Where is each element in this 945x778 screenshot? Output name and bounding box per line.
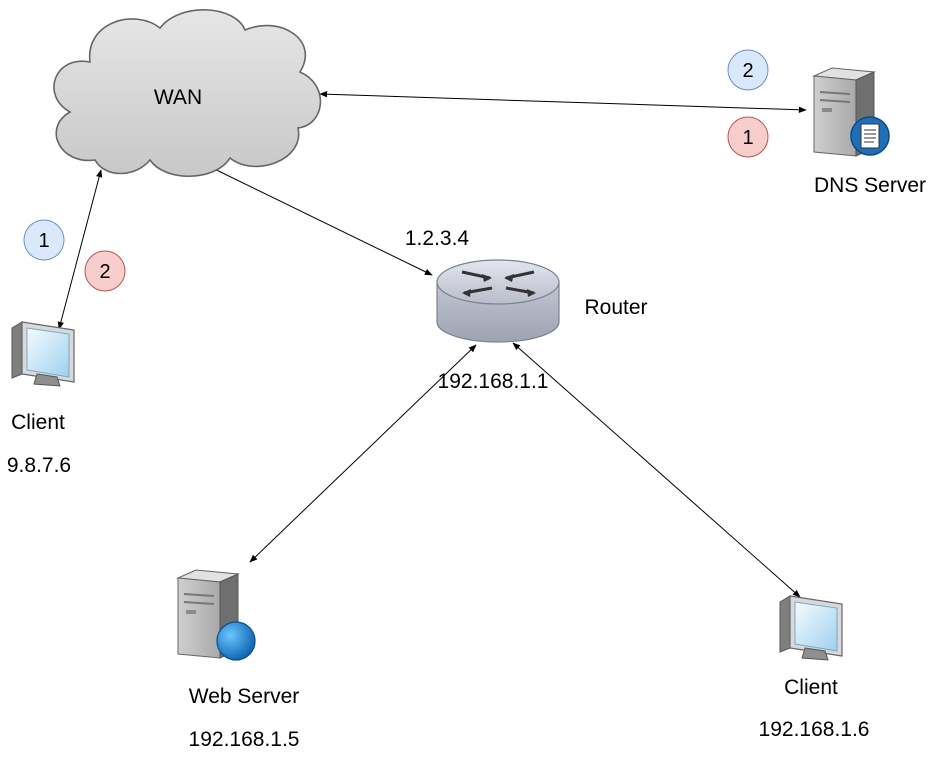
client-internal-node: Client 192.168.1.6 (759, 595, 870, 741)
client-step-badge-2: 2 (84, 250, 126, 292)
client-external-ip: 9.8.7.6 (7, 454, 71, 477)
dns-step-badge-2: 2 (727, 49, 769, 91)
router-wan-ip: 1.2.3.4 (405, 227, 470, 250)
client-internal-ip: 192.168.1.6 (759, 718, 870, 741)
client-step-badge-1: 1 (23, 219, 65, 261)
web-server-node: Web Server 192.168.1.5 (177, 569, 300, 751)
svg-text:2: 2 (742, 60, 753, 82)
globe-icon (216, 621, 256, 661)
svg-text:2: 2 (99, 261, 110, 283)
client-external-node: Client 9.8.7.6 (7, 321, 75, 477)
router-lan-ip: 192.168.1.1 (438, 370, 549, 393)
wan-label: WAN (154, 86, 202, 109)
link-wan-client-external (57, 169, 103, 330)
dns-step-badge-1: 1 (727, 116, 769, 158)
monitor-icon (779, 595, 843, 661)
link-wan-dns (319, 91, 807, 113)
svg-text:1: 1 (38, 230, 49, 252)
dns-server-label: DNS Server (814, 174, 926, 197)
dns-server-icon (813, 67, 890, 157)
dns-server-node: DNS Server (813, 67, 926, 197)
web-server-ip: 192.168.1.5 (189, 728, 300, 751)
client-external-label: Client (11, 411, 65, 434)
router-node: Router 1.2.3.4 192.168.1.1 (405, 227, 648, 393)
link-router-client-internal (512, 342, 801, 598)
web-server-label: Web Server (189, 685, 300, 708)
cloud-icon (53, 9, 322, 177)
wan-cloud: WAN (53, 9, 322, 177)
monitor-icon (11, 321, 75, 387)
svg-text:1: 1 (742, 127, 753, 149)
router-icon (436, 259, 560, 343)
web-server-icon (177, 569, 256, 661)
link-router-webserver (249, 344, 477, 563)
link-wan-router (199, 161, 433, 276)
router-label: Router (584, 296, 647, 319)
client-internal-label: Client (784, 676, 838, 699)
